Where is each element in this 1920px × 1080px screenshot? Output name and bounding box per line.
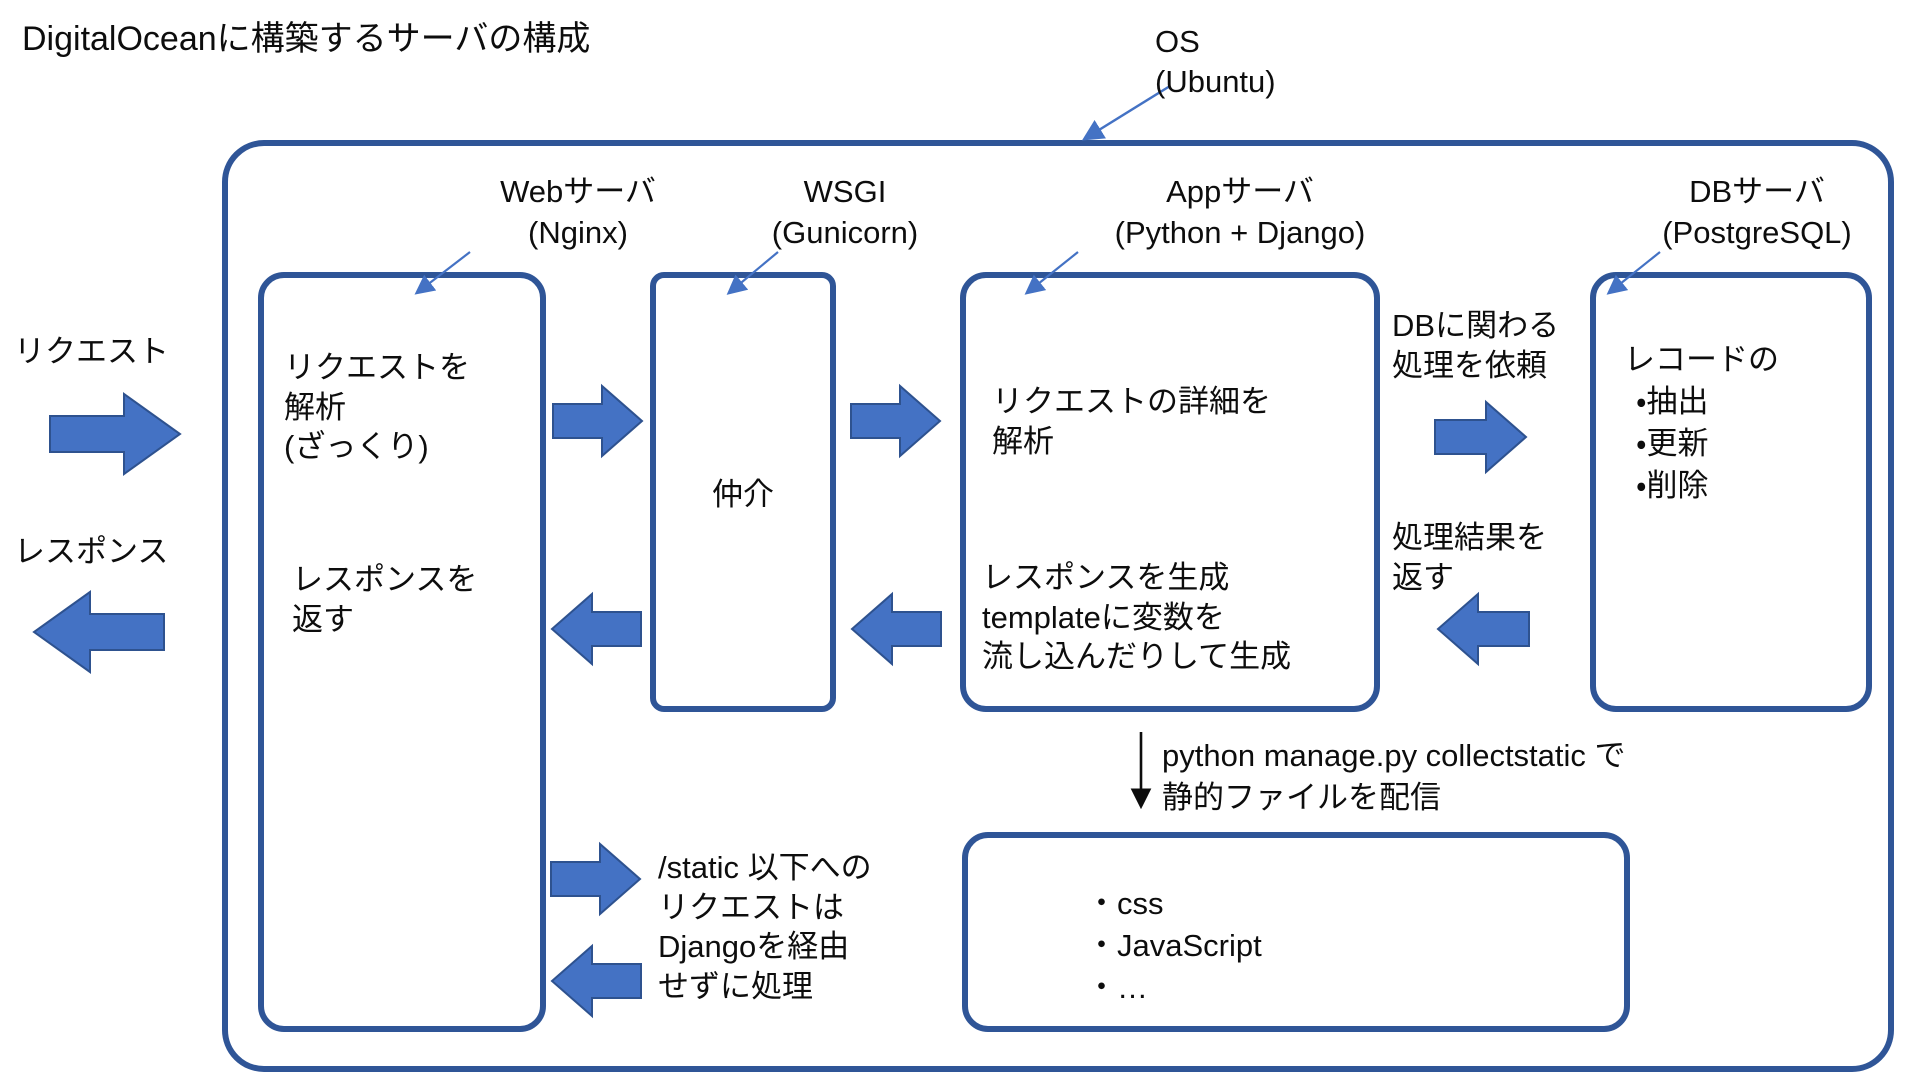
request-label: リクエスト xyxy=(14,334,169,369)
wsgi-pointer-arrow xyxy=(726,251,779,295)
wsgi-to-app-arrow-right xyxy=(850,383,942,459)
os-container-box xyxy=(222,140,1894,1072)
collectstatic-note-line1: python manage.py collectstatic で xyxy=(1162,738,1626,773)
db-box-item-0: ・抽出 xyxy=(1636,384,1709,419)
web-box-bottom-text: レスポンスを 返す xyxy=(292,562,478,637)
static-note-text: /static 以下への リクエストは Djangoを経由 せずに処理 xyxy=(658,850,872,1005)
web-server-label-line2: (Nginx) xyxy=(528,215,628,250)
db-server-pointer-arrow xyxy=(1606,251,1661,295)
collectstatic-note-line2: 静的ファイルを配信 xyxy=(1162,780,1441,815)
to-db-text: DBに関わる 処理を依頼 xyxy=(1392,308,1560,383)
app-server-label-line2: (Python + Django) xyxy=(1114,215,1366,250)
web-server-label-line1: Webサーバ xyxy=(500,174,656,209)
db-to-app-arrow-left xyxy=(1436,591,1530,667)
db-server-label-line2: (PostgreSQL) xyxy=(1662,215,1852,250)
db-server-box xyxy=(1590,272,1872,712)
app-server-label-line1: Appサーバ xyxy=(1166,174,1314,209)
static-request-arrow-right xyxy=(550,841,642,917)
web-to-wsgi-arrow-right xyxy=(552,383,644,459)
response-label: レスポンス xyxy=(14,534,169,569)
static-box-item-1: ・JavaScript xyxy=(1086,928,1262,963)
request-block-arrow-right xyxy=(49,392,182,476)
db-box-heading: レコードの xyxy=(1624,342,1779,377)
db-box-item-2: ・削除 xyxy=(1636,468,1709,503)
app-to-wsgi-arrow-left xyxy=(850,591,942,667)
collectstatic-down-arrow xyxy=(1130,732,1152,810)
response-block-arrow-left xyxy=(32,590,165,674)
db-server-label-line1: DBサーバ xyxy=(1689,174,1825,209)
app-box-top-text: リクエストの詳細を 解析 xyxy=(992,384,1271,459)
wsgi-box-text: 仲介 xyxy=(712,477,774,512)
app-server-pointer-arrow xyxy=(1024,251,1079,295)
static-response-arrow-left xyxy=(550,943,642,1019)
os-pointer-arrow xyxy=(1081,84,1171,141)
app-server-box xyxy=(960,272,1380,712)
from-db-text: 処理結果を 返す xyxy=(1392,520,1547,595)
app-to-db-arrow-right xyxy=(1434,399,1528,475)
web-server-pointer-arrow xyxy=(414,251,471,295)
static-files-box xyxy=(962,832,1630,1032)
wsgi-to-web-arrow-left xyxy=(550,591,642,667)
static-box-item-2: ・… xyxy=(1086,970,1148,1005)
web-server-box xyxy=(258,272,546,1032)
page-title: DigitalOceanに構築するサーバの構成 xyxy=(22,20,591,58)
db-box-item-1: ・更新 xyxy=(1636,426,1709,461)
wsgi-label-line2: (Gunicorn) xyxy=(771,215,919,250)
os-label-line2: (Ubuntu) xyxy=(1155,64,1276,99)
static-box-item-0: ・css xyxy=(1086,886,1164,921)
web-box-top-text: リクエストを 解析 (ざっくり) xyxy=(284,350,470,465)
wsgi-label-line1: WSGI xyxy=(803,174,887,209)
app-box-bottom-text: レスポンスを生成 templateに変数を 流し込んだりして生成 xyxy=(982,560,1292,675)
os-label-line1: OS xyxy=(1155,24,1200,59)
